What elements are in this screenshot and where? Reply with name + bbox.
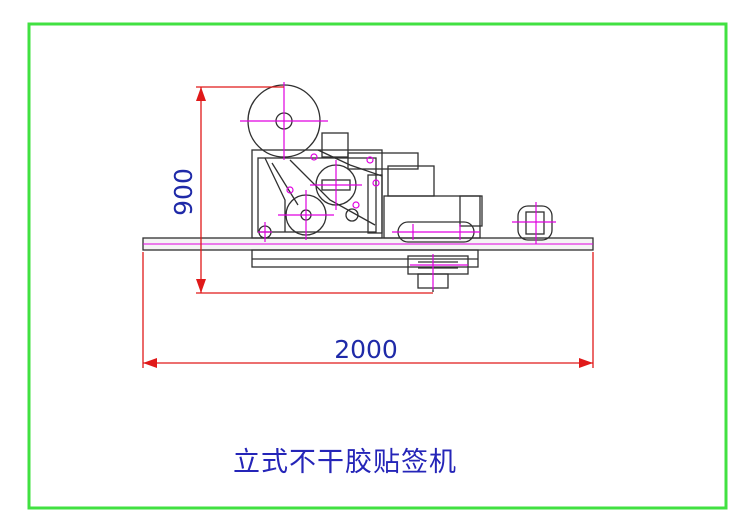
dimension-label-2000: 2000: [334, 335, 398, 364]
dimension-vertical: [196, 86, 433, 294]
conveyor: [142, 237, 594, 268]
drawing-frame: [27, 22, 728, 510]
dimension-label-900: 900: [169, 168, 198, 216]
center-marks: [240, 82, 556, 290]
guide-roller: [517, 205, 553, 241]
dimension-horizontal: [142, 252, 594, 368]
drawing-caption: 立式不干胶贴签机: [233, 447, 457, 478]
machine-body: [247, 84, 553, 292]
